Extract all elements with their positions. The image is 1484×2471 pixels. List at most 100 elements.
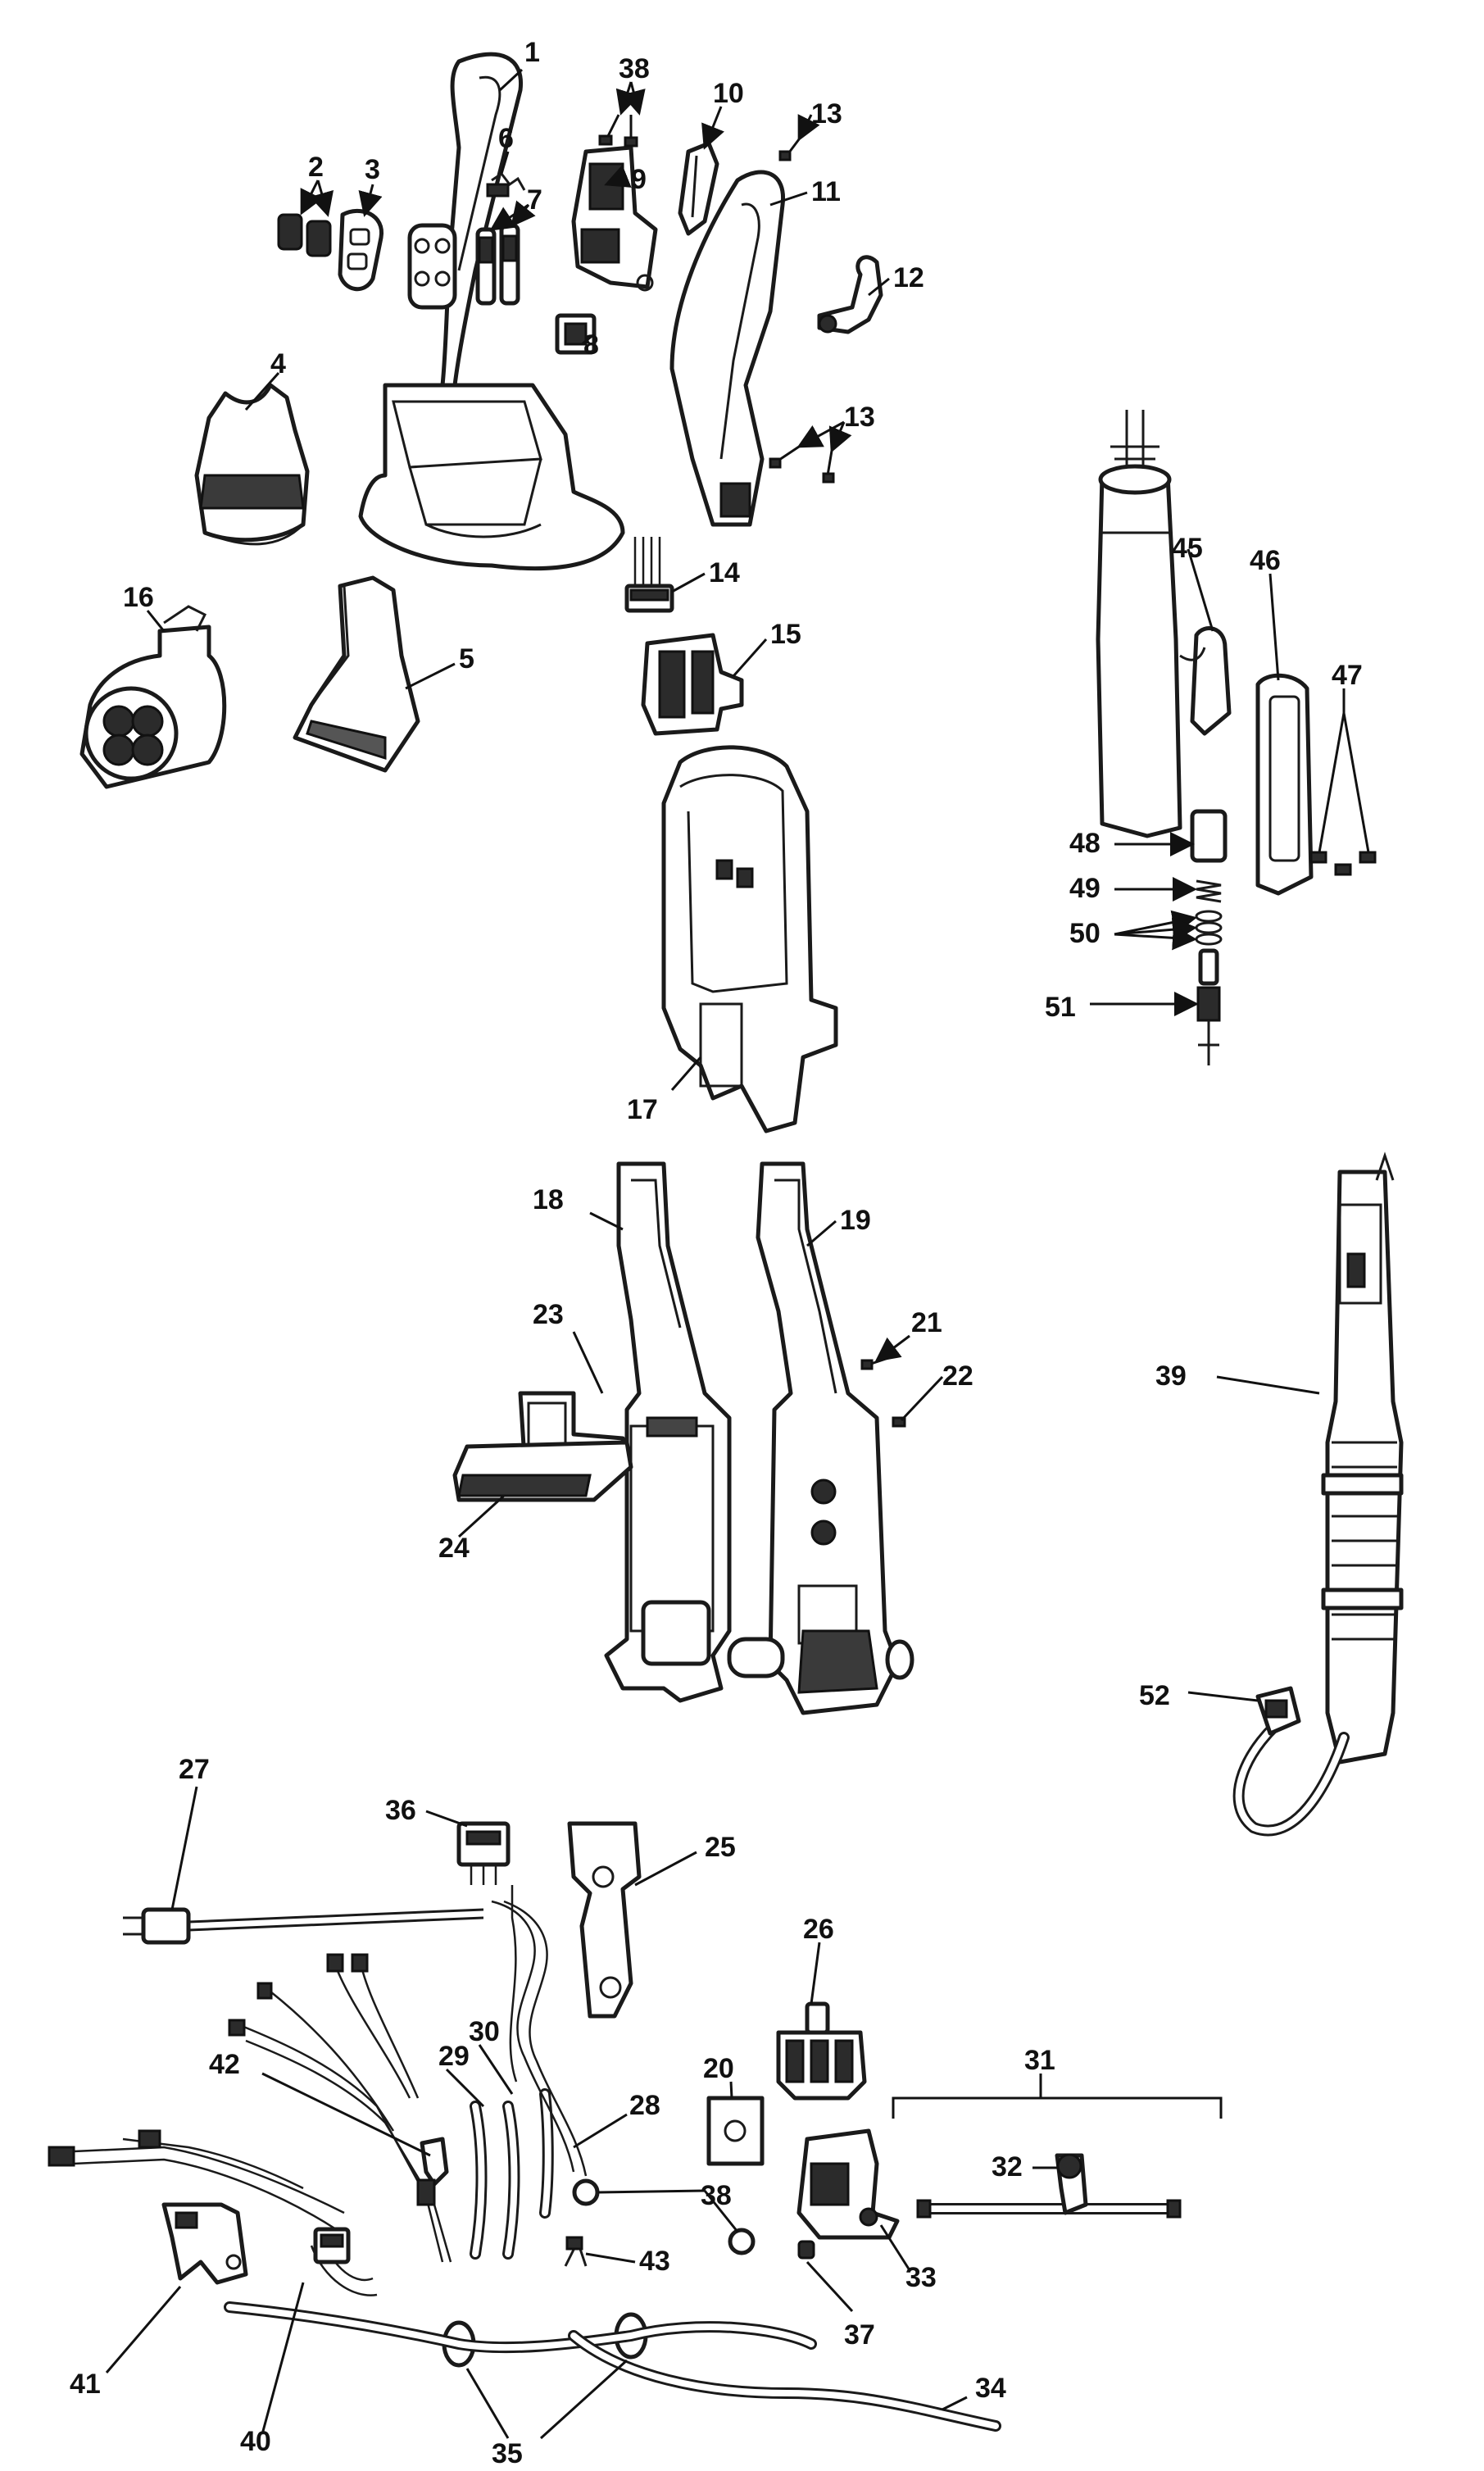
callout-6: 6 bbox=[498, 123, 514, 154]
callout-42: 42 bbox=[209, 2049, 240, 2080]
callout-22: 22 bbox=[942, 1360, 973, 1392]
callout-14: 14 bbox=[709, 557, 740, 588]
callout-12: 12 bbox=[893, 262, 924, 293]
screw-part-21 bbox=[860, 1355, 894, 1370]
fitting-part-32 bbox=[1055, 2153, 1088, 2215]
cover-part-4 bbox=[194, 383, 310, 546]
stem-part-51 bbox=[1196, 948, 1221, 1065]
pump-part-26 bbox=[776, 2001, 867, 2101]
callout-38-top: 38 bbox=[619, 53, 650, 84]
callout-labels: 1 2 3 4 5 6 7 8 9 10 11 12 13 13 14 15 1… bbox=[70, 37, 1363, 2469]
screws-part-47 bbox=[1309, 712, 1377, 876]
callout-10: 10 bbox=[713, 78, 744, 109]
callout-7: 7 bbox=[527, 184, 542, 216]
switch-part-10 bbox=[678, 141, 719, 236]
callout-4: 4 bbox=[270, 348, 286, 379]
wire-harness-part-40 bbox=[48, 1953, 452, 2296]
spring-part-49 bbox=[1196, 879, 1222, 903]
callout-38-bottom: 38 bbox=[701, 2180, 732, 2211]
latch-part-7 bbox=[475, 223, 520, 306]
connector-part-42 bbox=[416, 2137, 449, 2206]
body-half-part-18 bbox=[604, 1161, 732, 1703]
switch-plate-part-3 bbox=[338, 208, 383, 292]
callout-41: 41 bbox=[70, 2369, 101, 2400]
leader-lines bbox=[105, 68, 1346, 2440]
callout-23: 23 bbox=[533, 1299, 564, 1330]
solenoid-part-33 bbox=[796, 2128, 900, 2240]
tray-part-24 bbox=[452, 1440, 633, 1502]
clip-part-8 bbox=[555, 313, 597, 355]
switch-part-41 bbox=[161, 2202, 248, 2285]
callout-17: 17 bbox=[627, 1094, 658, 1125]
tubes-part-29-30 bbox=[470, 2088, 554, 2260]
cover-part-5 bbox=[293, 575, 420, 773]
grommet-part-35 bbox=[224, 2301, 817, 2368]
callout-8: 8 bbox=[583, 329, 599, 361]
callout-36: 36 bbox=[385, 1795, 416, 1826]
base-housing bbox=[358, 383, 625, 571]
power-cord-part-27 bbox=[123, 1907, 484, 1945]
label-part-20 bbox=[706, 2096, 765, 2166]
valve-part-45 bbox=[1179, 626, 1232, 736]
hose-part-34 bbox=[568, 2330, 1001, 2432]
hose-loop-part-52 bbox=[1232, 1686, 1350, 1837]
callout-19: 19 bbox=[840, 1205, 871, 1236]
tank-part-upper bbox=[1096, 410, 1182, 838]
wheel-axle bbox=[727, 1637, 914, 1680]
callout-24: 24 bbox=[438, 1533, 470, 1564]
connector-part-14 bbox=[624, 537, 674, 613]
handle-assembly-part-1 bbox=[407, 52, 524, 388]
body-half-part-19 bbox=[756, 1161, 900, 1715]
callout-28: 28 bbox=[629, 2090, 660, 2121]
callout-46: 46 bbox=[1250, 545, 1281, 576]
wire-loop-part-28 bbox=[491, 1885, 588, 2177]
rear-cover-part-17 bbox=[661, 745, 838, 1133]
callout-1: 1 bbox=[524, 37, 540, 68]
callout-29: 29 bbox=[438, 2041, 470, 2072]
terminal-block-part-36 bbox=[456, 1821, 511, 1885]
callout-16: 16 bbox=[123, 582, 154, 613]
tube-assembly-part-31 bbox=[892, 2096, 1223, 2219]
callout-45: 45 bbox=[1172, 533, 1203, 564]
callout-20: 20 bbox=[703, 2053, 734, 2084]
label-part-25 bbox=[567, 1821, 642, 2019]
callout-49: 49 bbox=[1069, 873, 1101, 904]
callout-39: 39 bbox=[1155, 1360, 1187, 1392]
callout-25: 25 bbox=[705, 1832, 736, 1863]
hose-assembly-part-39 bbox=[1321, 1151, 1404, 1765]
motor-part-16 bbox=[79, 605, 227, 789]
callout-2: 2 bbox=[308, 152, 324, 183]
callout-34: 34 bbox=[975, 2373, 1006, 2404]
o-rings-part-50 bbox=[1195, 910, 1223, 946]
callout-13-lower: 13 bbox=[844, 402, 875, 433]
button-part-2 bbox=[277, 213, 332, 257]
screw-part-22 bbox=[892, 1416, 906, 1428]
callout-9: 9 bbox=[631, 164, 647, 195]
callout-27: 27 bbox=[179, 1754, 210, 1785]
callout-40: 40 bbox=[240, 2426, 271, 2457]
screw-part-13-upper bbox=[778, 139, 801, 161]
callout-43: 43 bbox=[639, 2246, 670, 2277]
rear-handle-part-11 bbox=[669, 170, 786, 527]
callout-35: 35 bbox=[492, 2438, 523, 2469]
callout-31: 31 bbox=[1024, 2045, 1055, 2076]
callout-3: 3 bbox=[365, 154, 380, 185]
callout-52: 52 bbox=[1139, 1680, 1170, 1711]
spring-part-6 bbox=[486, 171, 526, 198]
cord-hook-part-12 bbox=[817, 255, 883, 334]
callout-50: 50 bbox=[1069, 918, 1101, 949]
plunger-part-48 bbox=[1190, 809, 1228, 863]
callout-26: 26 bbox=[803, 1914, 834, 1945]
callout-32: 32 bbox=[992, 2151, 1023, 2183]
washers-part-38-bottom bbox=[572, 2178, 756, 2255]
callout-47: 47 bbox=[1332, 660, 1363, 691]
callout-15: 15 bbox=[770, 619, 801, 650]
connector-part-43 bbox=[564, 2236, 588, 2267]
valve-part-37 bbox=[797, 2240, 815, 2260]
callout-5: 5 bbox=[459, 643, 474, 675]
callout-51: 51 bbox=[1045, 992, 1076, 1023]
callout-18: 18 bbox=[533, 1184, 564, 1215]
callout-21: 21 bbox=[911, 1307, 942, 1338]
callout-30: 30 bbox=[469, 2016, 500, 2047]
